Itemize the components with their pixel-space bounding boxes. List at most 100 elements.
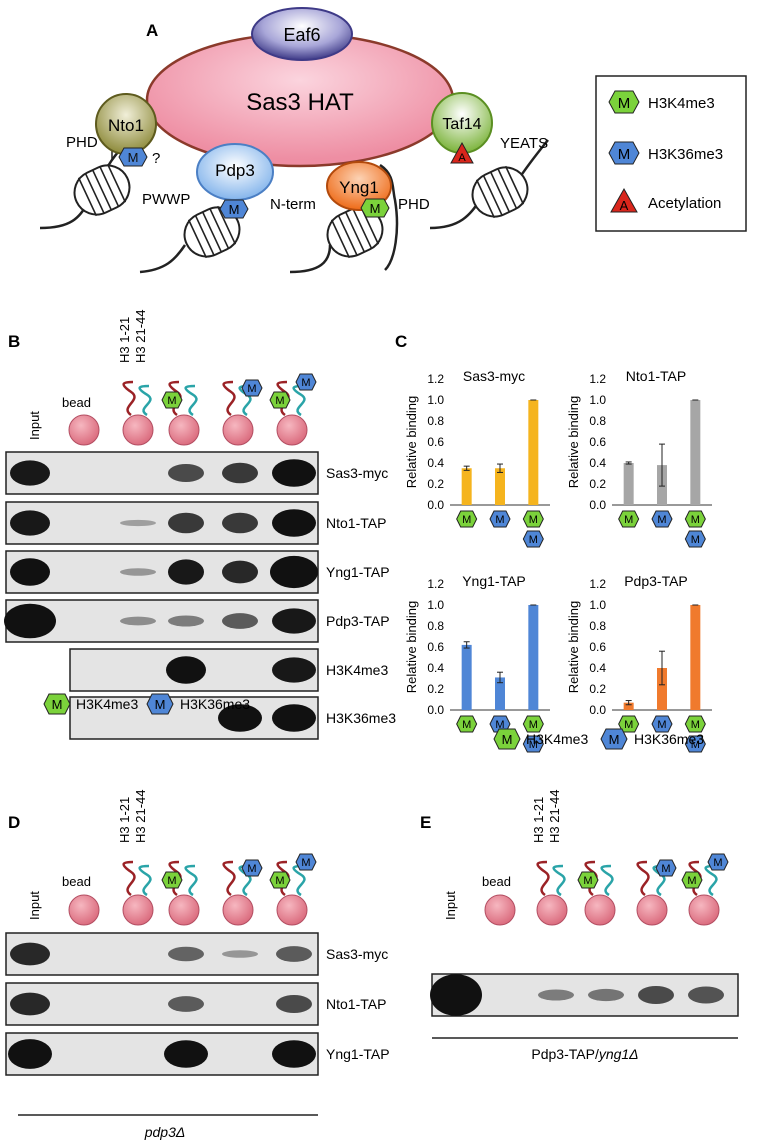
legend-h3k4me3: H3K4me3 — [648, 95, 715, 112]
agarose-bead — [584, 894, 616, 926]
svg-text:A: A — [458, 152, 466, 164]
svg-text:M: M — [462, 719, 471, 731]
agarose-bead — [222, 414, 254, 446]
western-blots — [430, 973, 739, 1017]
agarose-bead — [122, 414, 154, 446]
protein-band — [10, 558, 50, 586]
strain-label: pdp3Δ — [144, 1124, 186, 1140]
blot-strip — [5, 1032, 319, 1076]
y-tick-label: 1.0 — [427, 598, 444, 612]
svg-text:M: M — [618, 95, 631, 112]
h3k4me3-mark-icon: M — [360, 198, 390, 218]
svg-text:M: M — [691, 719, 700, 731]
peptide-label-2: H3 21-44 — [133, 310, 148, 363]
svg-text:M: M — [229, 202, 240, 217]
protein-band — [272, 608, 316, 634]
protein-band — [4, 603, 56, 639]
blot-label: Sas3-myc — [326, 946, 388, 962]
peptide-strand — [122, 860, 136, 897]
panel-a: A Sas3 HAT Eaf6 Nto1 M PHD ? Pdp3 M — [39, 7, 747, 274]
h3k36me3-mark-icon: M — [295, 853, 317, 871]
blot-label: Yng1-TAP — [326, 1046, 390, 1062]
y-tick-label: 1.0 — [589, 598, 606, 612]
svg-text:M: M — [624, 514, 633, 526]
peptide-strand — [292, 384, 306, 417]
protein-band — [222, 462, 258, 484]
h3k4me3-category-icon: M — [456, 510, 478, 528]
svg-text:M: M — [529, 534, 538, 546]
blot-label: H3K36me3 — [326, 710, 396, 726]
protein-band — [688, 986, 724, 1004]
protein-band — [638, 985, 674, 1005]
h3k36me3-category-icon: M — [489, 510, 511, 528]
h3k36me3-category-icon: M — [684, 530, 706, 548]
svg-text:M: M — [370, 201, 381, 216]
h3k4me3-mark-icon: M — [161, 871, 183, 889]
acetylation-mark-icon: A — [450, 141, 474, 164]
agarose-bead — [122, 894, 154, 926]
protein-band — [164, 1040, 208, 1068]
chart-title: Yng1-TAP — [462, 573, 526, 589]
blot-label: Nto1-TAP — [326, 996, 386, 1012]
h3k4me3-mark-icon: M — [269, 871, 291, 889]
protein-band — [276, 994, 312, 1014]
y-tick-label: 0.4 — [589, 456, 606, 470]
y-tick-label: 0.6 — [589, 640, 606, 654]
protein-band — [168, 615, 204, 627]
y-tick-label: 0.4 — [427, 661, 444, 675]
y-axis-label: Relative binding — [404, 601, 419, 694]
svg-text:M: M — [275, 875, 284, 887]
peptide-label-1: H3 1-21 — [117, 797, 132, 843]
bar — [495, 468, 505, 505]
legend-h3k36me3: H3K36me3 — [634, 731, 704, 747]
blot-label: H3K4me3 — [326, 662, 388, 678]
protein-band — [168, 559, 204, 585]
h3k4me3-category-icon: M — [522, 510, 544, 528]
acetylation-legend-icon: A — [610, 187, 638, 213]
legend-h3k4me3: H3K4me3 — [526, 731, 588, 747]
nterm-domain-label: N-term — [270, 196, 316, 213]
h3k36me3-legend-icon: M — [608, 141, 640, 165]
peptide-label-2: H3 21-44 — [133, 790, 148, 843]
peptide-strand — [222, 860, 236, 897]
svg-text:M: M — [462, 514, 471, 526]
svg-text:M: M — [624, 719, 633, 731]
bar — [690, 400, 701, 505]
bar — [495, 677, 505, 710]
blot-strip — [69, 648, 319, 692]
protein-band — [10, 510, 50, 536]
svg-text:M: M — [247, 383, 256, 395]
blot-label: Sas3-myc — [326, 465, 388, 481]
peptide-strand — [222, 380, 236, 417]
bar — [461, 644, 472, 710]
bar — [623, 702, 634, 710]
blot-strip — [69, 696, 319, 740]
protein-band — [430, 974, 482, 1016]
protein-band — [10, 460, 50, 486]
y-tick-label: 0.2 — [427, 682, 444, 696]
agarose-bead — [168, 414, 200, 446]
peptide-label-1: H3 1-21 — [117, 317, 132, 363]
y-tick-label: 0.8 — [427, 414, 444, 428]
h3k4me3-category-icon: M — [522, 715, 544, 733]
lane-label-input: Input — [27, 411, 42, 440]
protein-band — [276, 946, 312, 962]
y-tick-label: 0.0 — [589, 703, 606, 717]
yeats-domain-label: YEATS — [500, 135, 548, 152]
h3k4me3-category-icon: M — [684, 715, 706, 733]
h3k4me3-legend-icon: M — [43, 693, 71, 715]
h3k4me3-category-icon: M — [456, 715, 478, 733]
protein-band — [168, 512, 204, 534]
svg-text:A: A — [620, 198, 629, 213]
protein-band — [272, 459, 316, 487]
protein-band — [168, 946, 204, 962]
legend-h3k4me3: H3K4me3 — [76, 696, 138, 712]
protein-band — [168, 463, 204, 483]
svg-text:M: M — [691, 514, 700, 526]
dna-strand — [139, 244, 187, 274]
y-tick-label: 0.4 — [589, 661, 606, 675]
lane-label-input: Input — [443, 891, 458, 920]
svg-text:M: M — [529, 739, 538, 751]
